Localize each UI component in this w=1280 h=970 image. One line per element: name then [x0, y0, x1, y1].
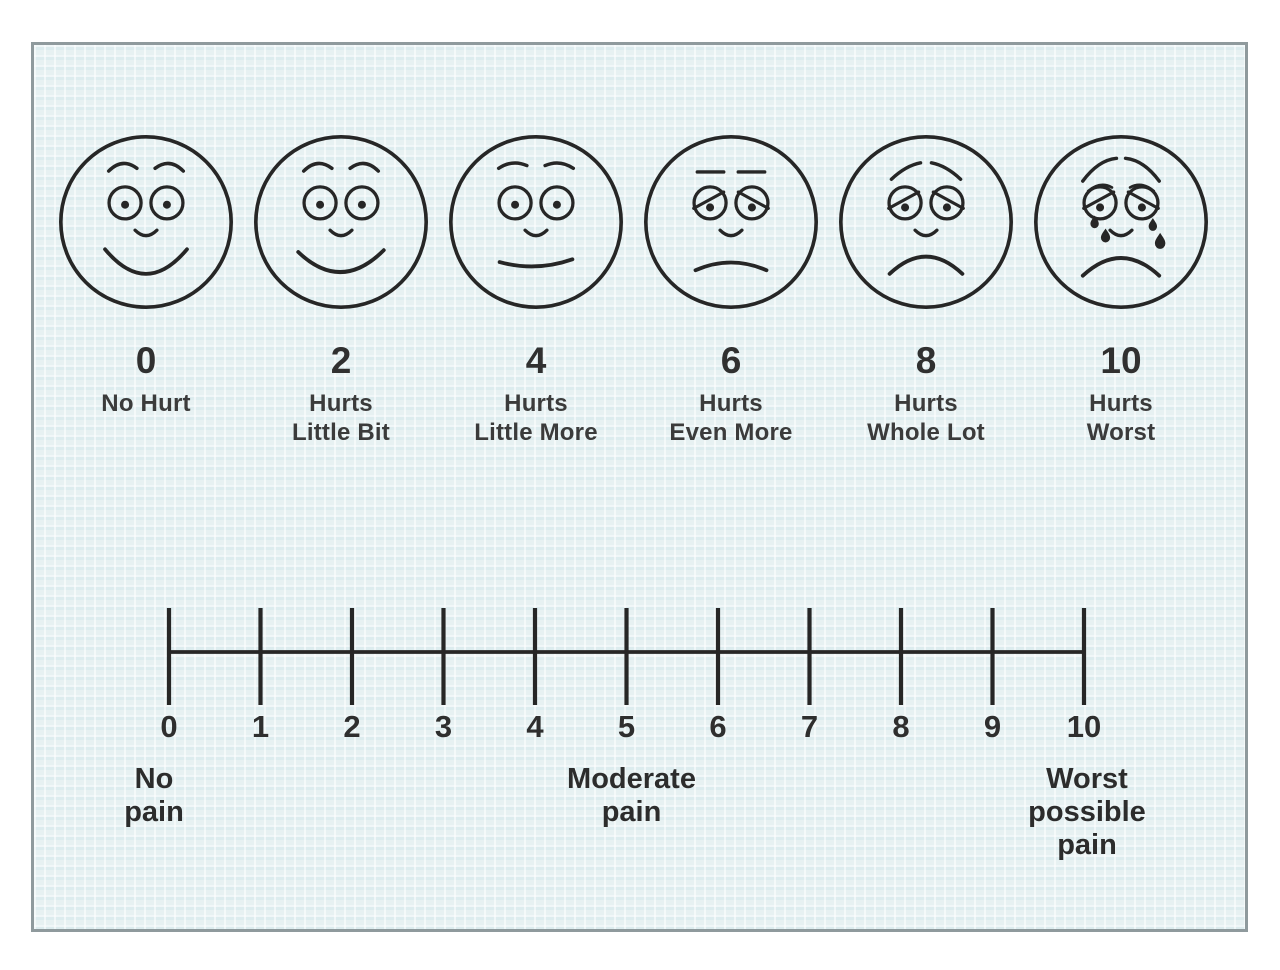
numeric-scale-ruler — [166, 608, 1087, 705]
tear-drop-icon — [1090, 215, 1099, 229]
face-label: No Hurt — [101, 390, 191, 417]
face-value: 6 — [720, 340, 742, 381]
scale-number-9: 9 — [983, 709, 1002, 744]
face-value: 8 — [915, 340, 937, 381]
scale-number-4: 4 — [526, 709, 544, 744]
scale-number-7: 7 — [800, 709, 819, 744]
face-icon-hurts-little-more — [449, 135, 623, 309]
tear-drop-icon — [1148, 218, 1158, 231]
scale-number-8: 8 — [892, 709, 910, 744]
tear-drop-icon — [1154, 232, 1166, 249]
face-icon-hurts-little-bit — [254, 135, 428, 309]
scale-number-2: 2 — [343, 709, 361, 744]
scale-number-10: 10 — [1066, 709, 1102, 744]
face-icon-hurts-worst — [1034, 135, 1208, 309]
face-value: 0 — [135, 340, 157, 381]
face-value: 10 — [1100, 340, 1142, 381]
numeric-scale-numbers: 0 1 2 3 4 5 6 7 8 9 10 — [34, 705, 1245, 751]
face-item-0: 0 No Hurt — [49, 131, 243, 447]
face-icon-no-hurt — [59, 135, 233, 309]
scale-number-3: 3 — [434, 709, 453, 744]
face-icon-hurts-even-more — [644, 135, 818, 309]
scale-number-5: 5 — [617, 709, 636, 744]
face-icon-hurts-whole-lot — [839, 135, 1013, 309]
face-value: 2 — [330, 340, 352, 381]
scale-number-1: 1 — [251, 709, 270, 744]
scale-number-0: 0 — [160, 709, 178, 744]
face-value: 4 — [525, 340, 547, 381]
scale-number-6: 6 — [709, 709, 727, 744]
tear-drop-icon — [1100, 228, 1111, 243]
